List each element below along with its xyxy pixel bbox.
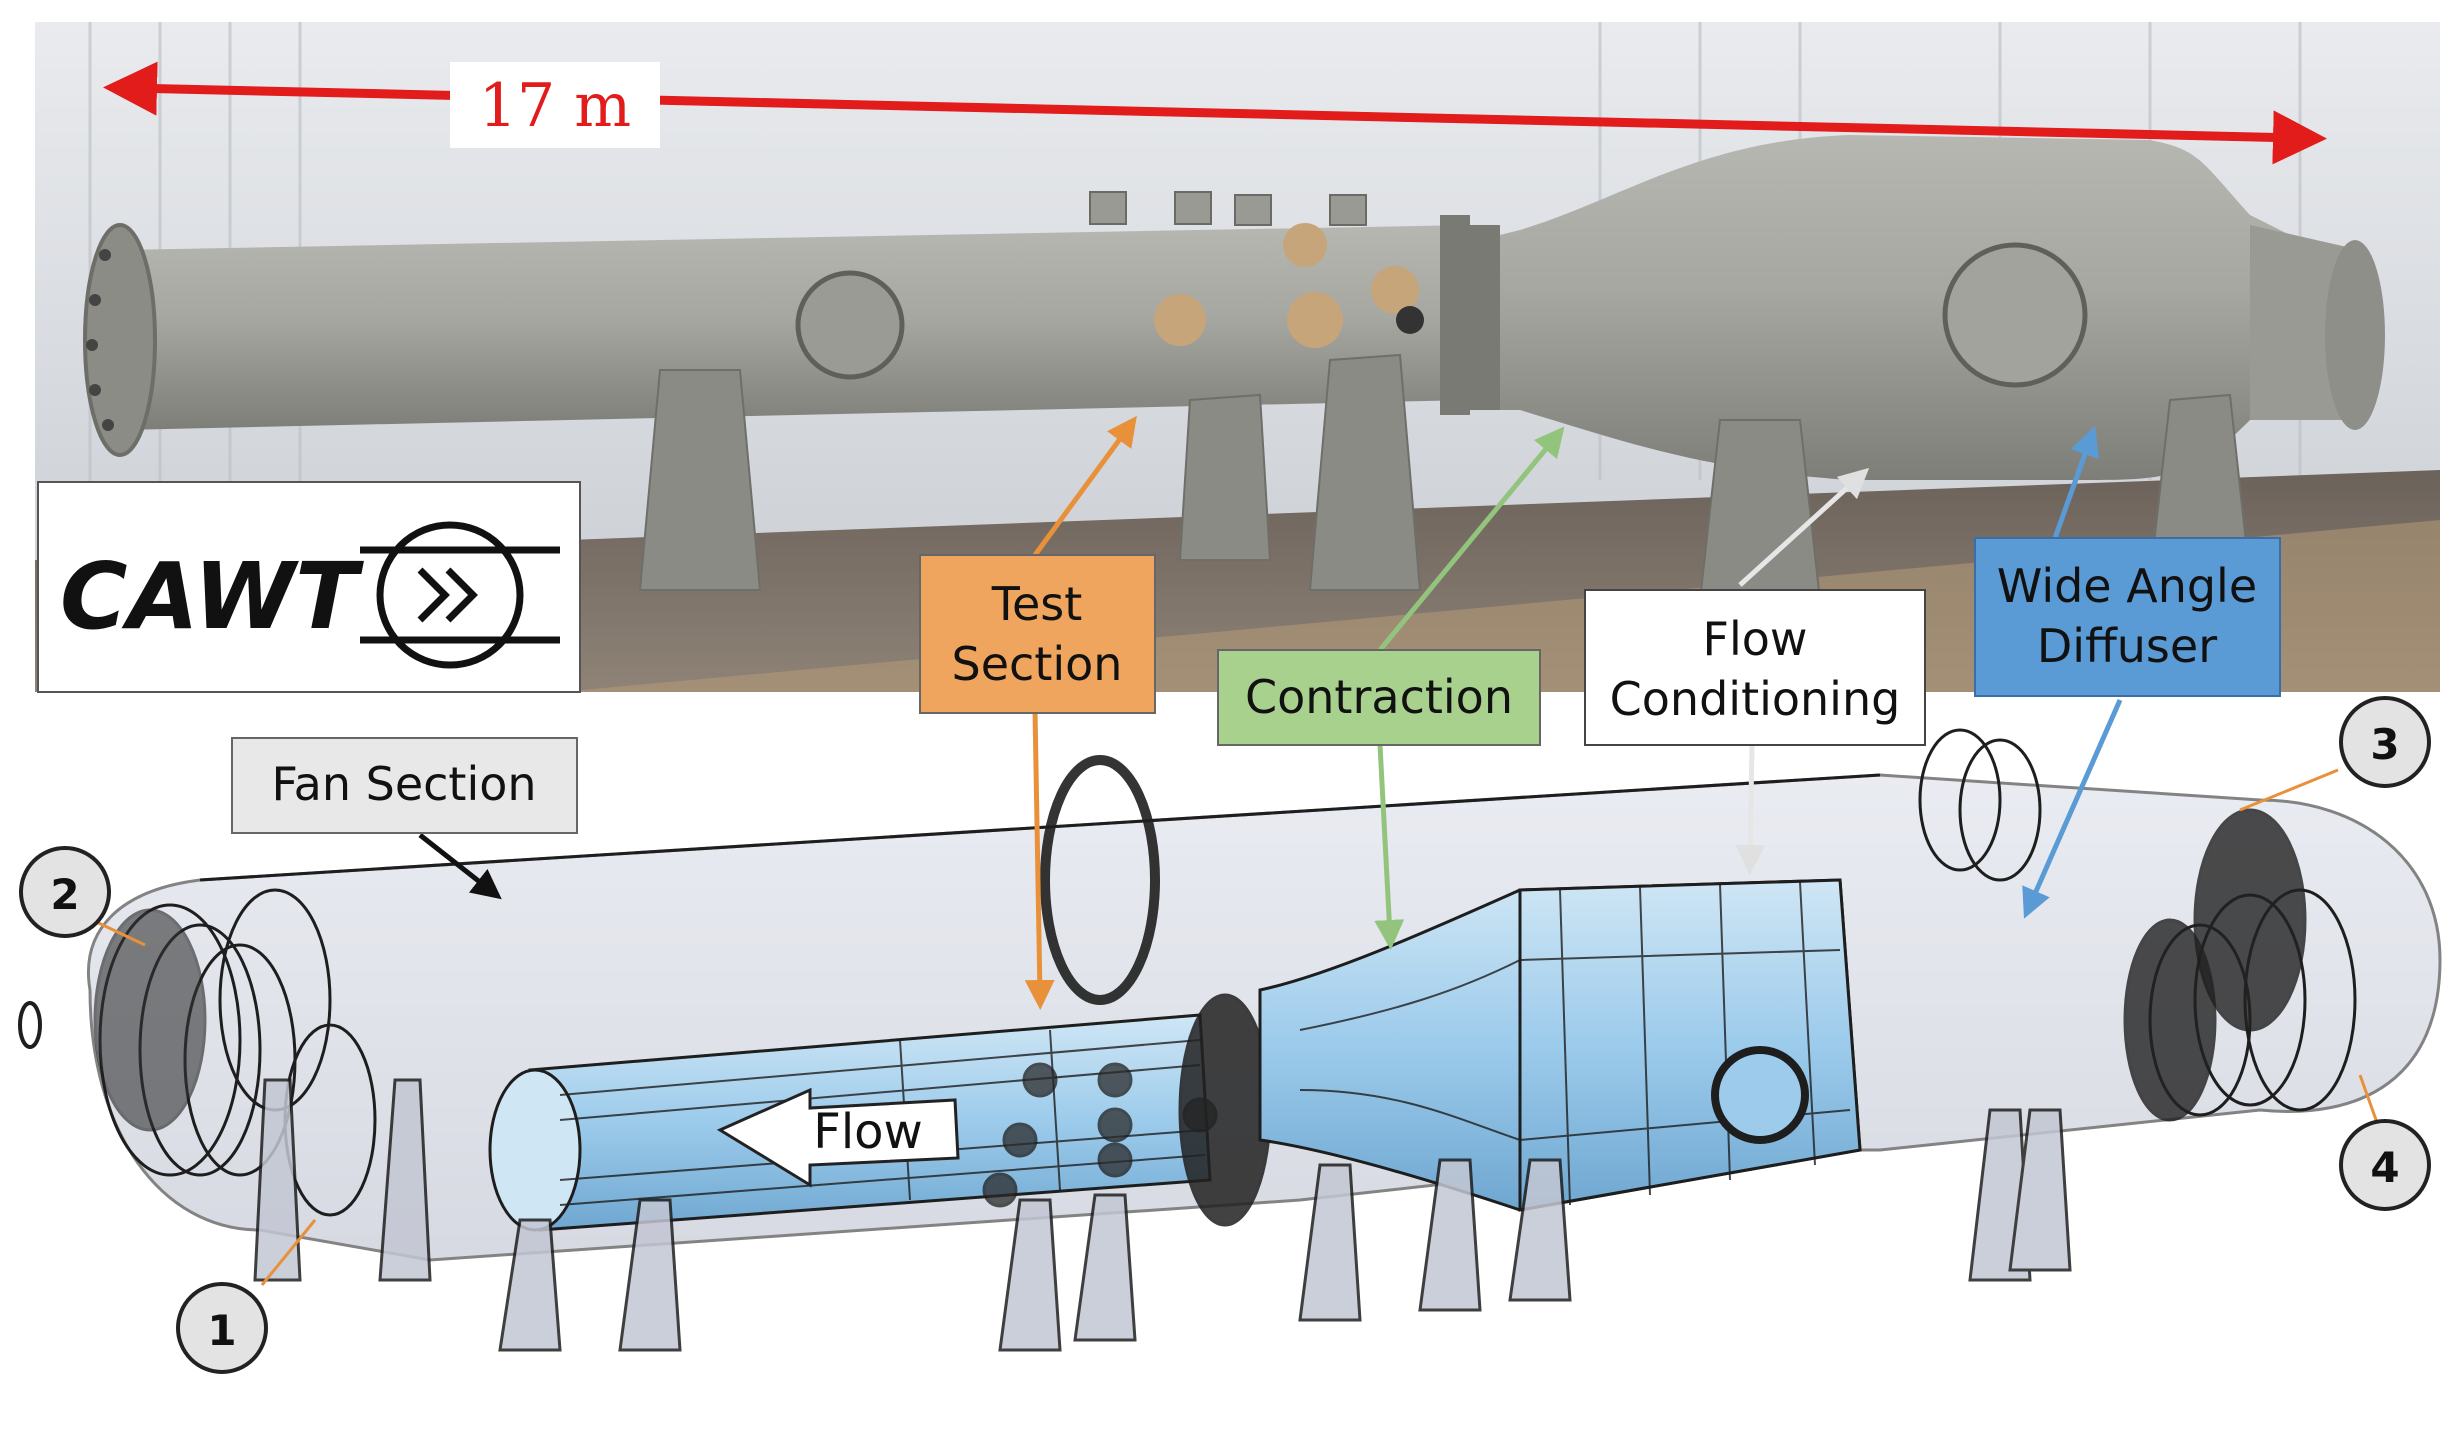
diffuser-label-line1: Wide Angle — [1997, 559, 2257, 613]
cad-model — [18, 728, 2442, 1352]
wide-angle-diffuser-callout: Wide Angle Diffuser — [1974, 537, 2281, 697]
diffuser-label-line2: Diffuser — [2037, 619, 2217, 673]
contraction-label: Contraction — [1245, 670, 1513, 724]
flow-arrow: Flow — [716, 1087, 960, 1188]
test-section-label-line2: Section — [952, 637, 1123, 691]
test-section-arrow-down — [1024, 709, 1055, 1010]
dimension-label: 17 m — [479, 71, 631, 141]
fan-chevron-icon — [360, 521, 560, 669]
svg-text:4: 4 — [2370, 1143, 2399, 1192]
contraction-callout: Contraction — [1217, 649, 1541, 746]
diffuser-arrow-up — [2052, 425, 2100, 539]
flow-conditioning-arrow-down — [1735, 744, 1766, 875]
flow-label: Flow — [813, 1104, 923, 1160]
marker-2: 2 — [19, 846, 111, 938]
test-section-callout: Test Section — [919, 554, 1156, 714]
flow-conditioning-arrow-up — [1738, 467, 1870, 587]
marker-1: 1 — [176, 1282, 268, 1374]
contraction-arrow-up — [1378, 426, 1565, 652]
logo-text: CAWT — [60, 543, 364, 650]
fan-section-callout: Fan Section — [231, 737, 578, 834]
test-section-label-line1: Test — [991, 577, 1083, 631]
marker-4: 4 — [2339, 1119, 2431, 1211]
flow-conditioning-callout: Flow Conditioning — [1584, 589, 1926, 746]
cawt-logo: CAWT — [37, 481, 581, 693]
svg-text:1: 1 — [207, 1306, 236, 1355]
flow-conditioning-label-line1: Flow — [1702, 612, 1807, 666]
contraction-arrow-down — [1374, 744, 1405, 950]
diffuser-arrow-down — [2022, 698, 2123, 919]
flow-conditioning-label-line2: Conditioning — [1610, 672, 1901, 726]
fan-section-arrow — [418, 833, 502, 900]
svg-text:2: 2 — [50, 870, 79, 919]
svg-text:3: 3 — [2370, 720, 2399, 769]
fan-section-label: Fan Section — [271, 757, 536, 811]
test-section-arrow-up — [1032, 415, 1137, 557]
dimension-label-box — [450, 62, 660, 148]
marker-3: 3 — [2339, 696, 2431, 788]
